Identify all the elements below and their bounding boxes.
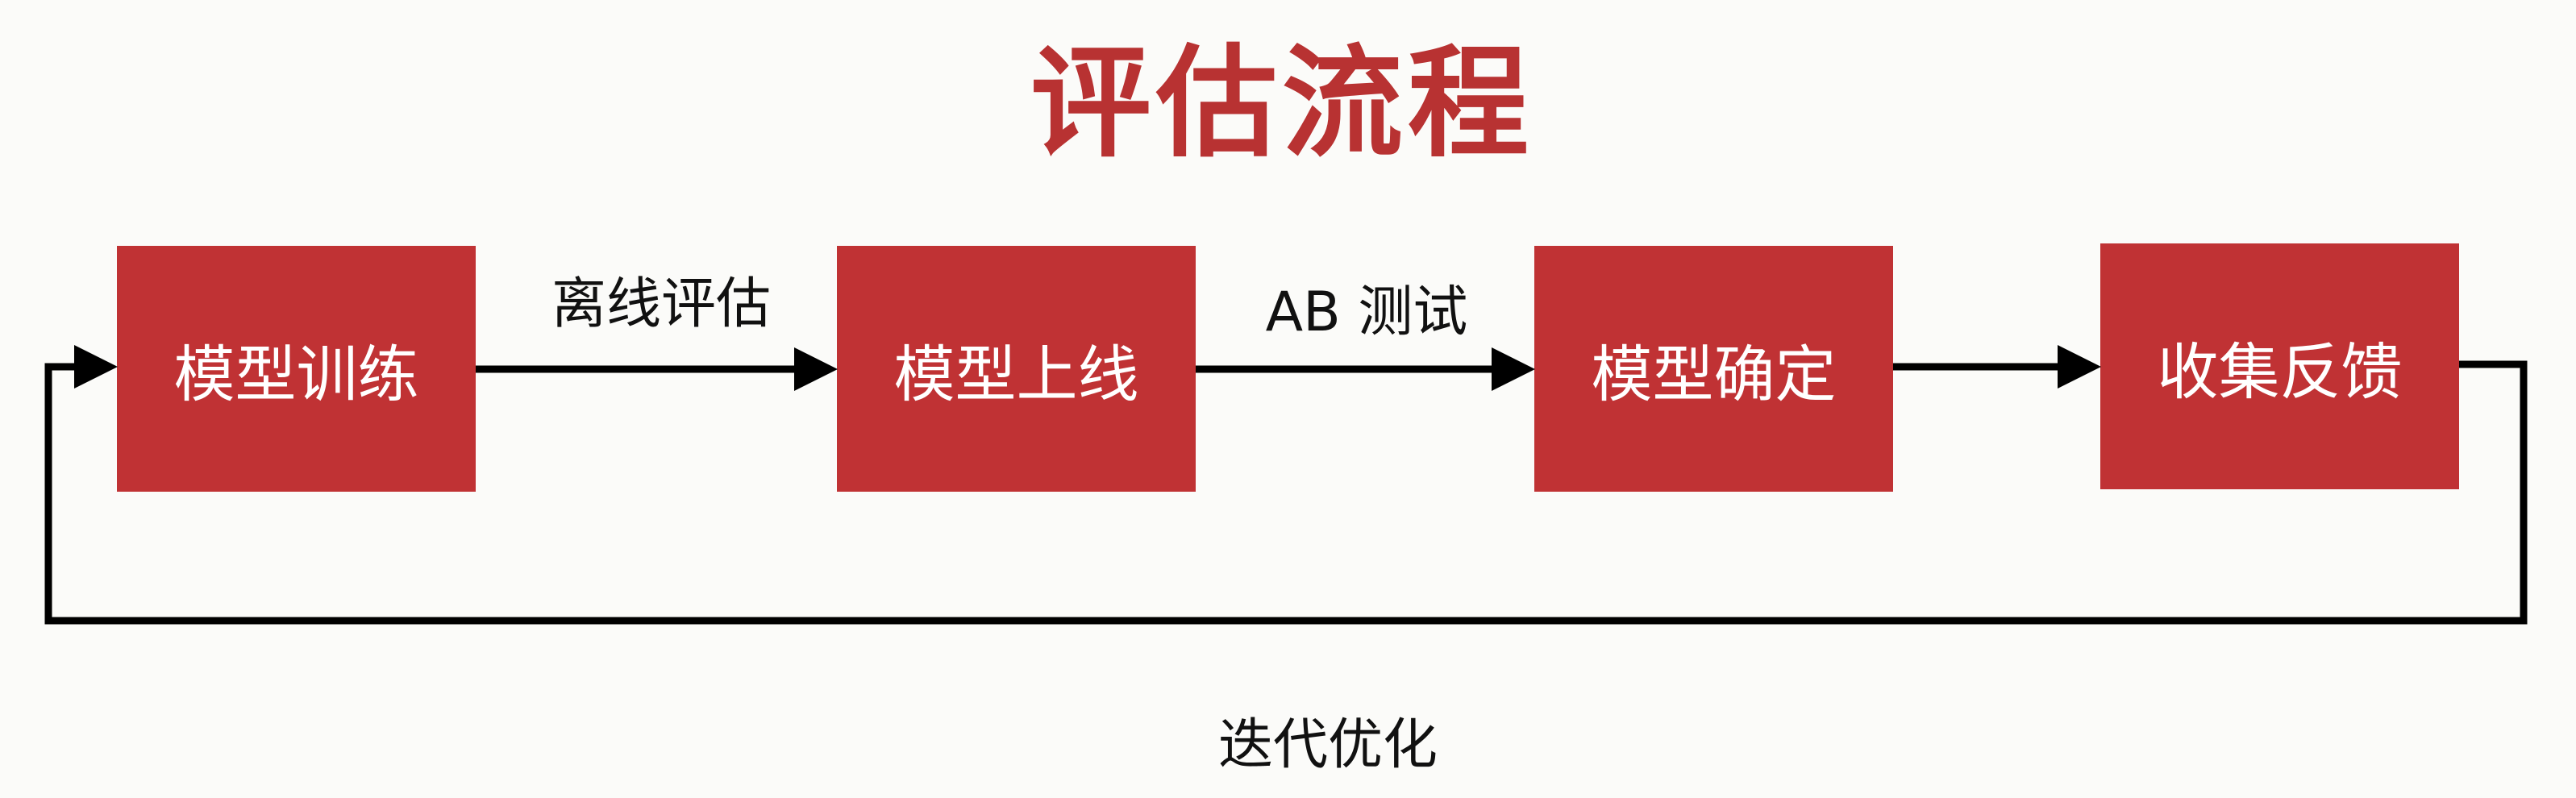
diagram-title: 评估流程	[1030, 33, 1534, 174]
edge-label-ab-test: AB 测试	[1265, 280, 1468, 344]
arrow-feedback-loop-to-train	[44, 345, 2528, 625]
edge-label-offline-evaluation: 离线评估	[551, 272, 771, 336]
node-collect-feedback: 收集反馈	[2100, 243, 2459, 489]
node-model-training: 模型训练	[117, 246, 476, 492]
node-model-deployment: 模型上线	[837, 246, 1196, 492]
edge-label-iterative-optimization: 迭代优化	[1217, 713, 1438, 777]
node-model-confirmation: 模型确定	[1534, 246, 1893, 492]
